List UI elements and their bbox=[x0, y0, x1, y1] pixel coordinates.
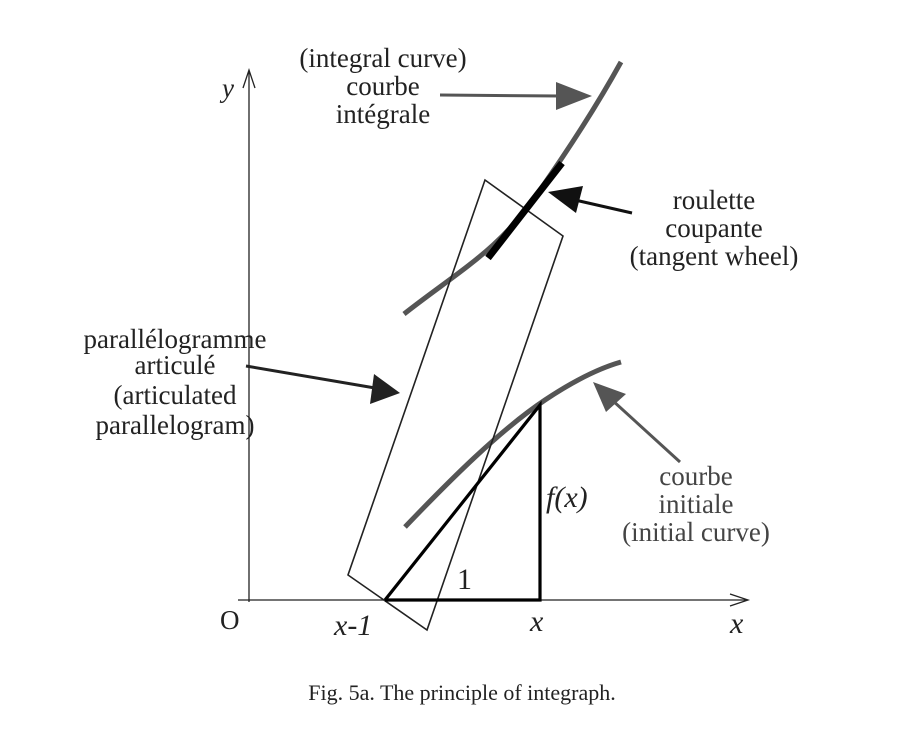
label-line: (articulated bbox=[113, 380, 237, 410]
parallelogram-label: parallélogramme articulé (articulated pa… bbox=[50, 324, 300, 440]
initial-curve-arrow bbox=[610, 398, 682, 464]
label-line: courbe bbox=[346, 71, 420, 101]
label-line: initiale bbox=[658, 489, 734, 519]
initial-curve-label: courbe initiale (initial curve) bbox=[596, 462, 796, 546]
label-line: roulette bbox=[672, 185, 756, 215]
x-tick-label: x bbox=[530, 605, 544, 638]
x-minus-1-label: x-1 bbox=[334, 609, 373, 642]
y-axis-label: y bbox=[222, 73, 234, 103]
integral-curve-label: (integral curve) courbe intégrale bbox=[283, 44, 483, 128]
y-axis-arrow-icon bbox=[242, 67, 256, 89]
label-line: courbe bbox=[659, 461, 733, 491]
integral-curve-arrow bbox=[439, 93, 561, 98]
parallelogram-arrow bbox=[245, 364, 376, 390]
x-axis-label: x bbox=[730, 607, 744, 640]
label-line: intégrale bbox=[335, 99, 431, 129]
label-line: (initial curve) bbox=[622, 517, 770, 547]
initial-curve-arrowhead-icon bbox=[593, 382, 626, 412]
initial-curve bbox=[403, 359, 622, 529]
tangent-wheel bbox=[485, 160, 565, 261]
figure-caption: Fig. 5a. The principle of integraph. bbox=[308, 680, 616, 705]
articulated-parallelogram bbox=[347, 178, 564, 632]
unit-label: 1 bbox=[457, 563, 472, 596]
parallelogram-arrowhead-icon bbox=[370, 374, 400, 404]
label-line: articulé bbox=[134, 350, 216, 380]
fx-label: f(x) bbox=[546, 481, 588, 514]
label-line: (integral curve) bbox=[299, 43, 467, 73]
label-line: parallelogram) bbox=[95, 410, 255, 440]
roulette-arrow bbox=[574, 198, 633, 215]
label-line: coupante bbox=[665, 213, 763, 243]
roulette-arrowhead-icon bbox=[548, 186, 583, 213]
x-axis-arrow-icon bbox=[729, 593, 751, 607]
roulette-label: roulette coupante (tangent wheel) bbox=[614, 186, 814, 270]
label-line: parallélogramme bbox=[83, 324, 267, 354]
origin-label: O bbox=[220, 605, 240, 635]
label-line: (tangent wheel) bbox=[629, 241, 799, 271]
integral-curve-arrowhead-icon bbox=[556, 82, 592, 110]
